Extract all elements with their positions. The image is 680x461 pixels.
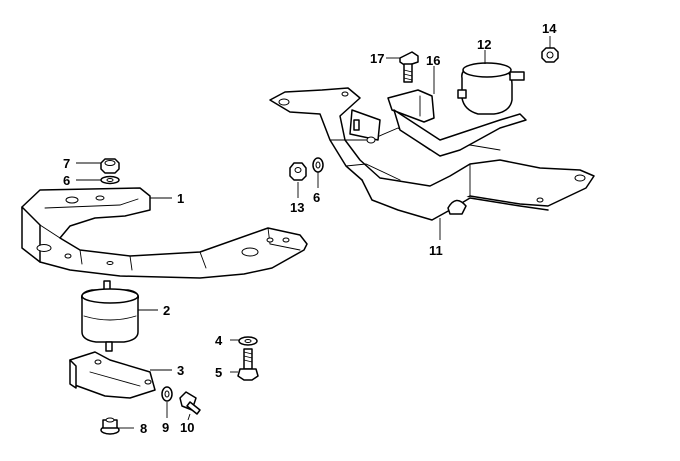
washer-6-right-drawing bbox=[312, 157, 324, 173]
mount-bracket-drawing bbox=[69, 351, 156, 399]
callout-9: 9 bbox=[162, 420, 170, 435]
callout-5: 5 bbox=[215, 365, 223, 380]
callout-6-left: 6 bbox=[63, 173, 71, 188]
washer-6-left-drawing bbox=[100, 175, 120, 185]
bolt-17-drawing bbox=[399, 51, 419, 83]
callout-2: 2 bbox=[163, 303, 171, 318]
callout-6-right: 6 bbox=[313, 190, 321, 205]
rubber-mount-drawing bbox=[80, 280, 140, 352]
callout-7: 7 bbox=[63, 156, 71, 171]
transmission-support-drawing bbox=[269, 87, 595, 221]
crossmember-bracket bbox=[21, 187, 308, 279]
callout-16: 16 bbox=[426, 53, 441, 68]
callout-10: 10 bbox=[180, 420, 195, 435]
callout-13: 13 bbox=[290, 200, 305, 215]
callout-1: 1 bbox=[177, 191, 185, 206]
washer-4-drawing bbox=[238, 336, 258, 346]
bolt-5-drawing bbox=[237, 348, 259, 381]
callout-12: 12 bbox=[477, 37, 492, 52]
callout-8: 8 bbox=[140, 421, 148, 436]
hex-nut-7-drawing bbox=[100, 158, 120, 174]
rubber-mount-12-drawing bbox=[457, 62, 525, 115]
leader-lines bbox=[76, 36, 551, 429]
nut-13-drawing bbox=[289, 162, 307, 181]
bracket-16-drawing bbox=[387, 89, 527, 157]
callout-3: 3 bbox=[177, 363, 185, 378]
washer-9-drawing bbox=[161, 386, 173, 402]
callout-11: 11 bbox=[429, 243, 443, 258]
nut-14-drawing bbox=[541, 47, 559, 63]
bolt-10-drawing bbox=[179, 391, 201, 415]
callout-17: 17 bbox=[370, 51, 385, 66]
flange-nut-8-drawing bbox=[100, 417, 120, 435]
callout-4: 4 bbox=[215, 333, 223, 348]
callout-14: 14 bbox=[542, 21, 557, 36]
